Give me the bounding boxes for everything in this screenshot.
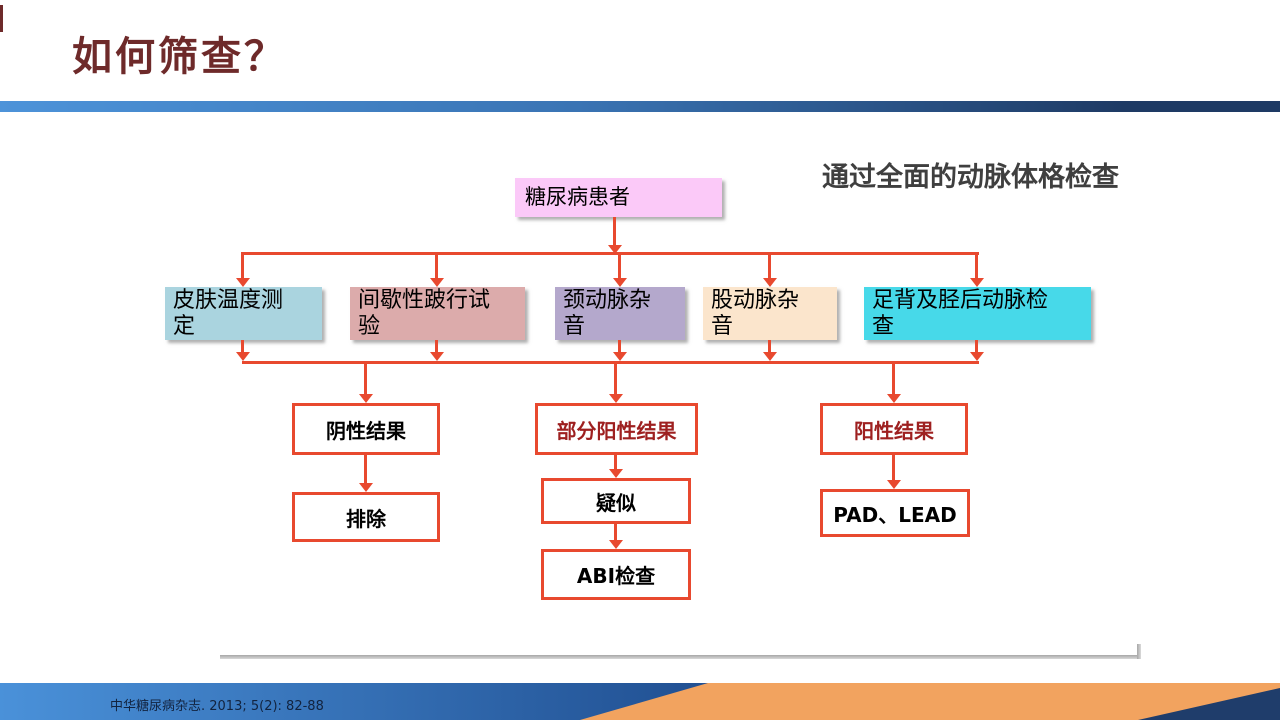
node-diabetes-patient: 糖尿病患者 <box>515 178 722 217</box>
connector-drop-5 <box>975 252 978 278</box>
arrow-down-icon <box>236 352 250 361</box>
node-skin-temperature: 皮肤温度测 定 <box>165 287 322 340</box>
node-abi-test: ABI检查 <box>541 549 691 600</box>
arrow-down-icon <box>763 352 777 361</box>
footer-orange-wedge <box>580 683 1280 720</box>
arrow-down-icon <box>359 483 373 492</box>
arrow-down-icon <box>970 278 984 287</box>
arrow-down-icon <box>609 394 623 403</box>
arrow-down-icon <box>608 245 622 254</box>
connector-drop-4 <box>768 255 771 278</box>
node-exclude: 排除 <box>292 492 440 542</box>
arrow-down-icon <box>609 469 623 478</box>
connector-fall-2 <box>435 340 438 352</box>
node-negative-result: 阴性结果 <box>292 403 440 455</box>
node-positive-result: 阳性结果 <box>820 403 968 455</box>
footer-band: 中华糖尿病杂志. 2013; 5(2): 82-88 <box>0 683 1280 720</box>
node-pad-lead: PAD、LEAD <box>820 489 970 537</box>
slide-title: 如何筛查？ <box>72 33 287 80</box>
connector-to-pad <box>892 455 895 480</box>
connector-root-down <box>613 217 616 246</box>
caption-text: 通过全面的动脉体格检查 <box>822 162 1119 193</box>
connector-to-exclude <box>364 455 367 483</box>
node-suspected: 疑似 <box>541 478 691 524</box>
node-femoral-bruit: 股动脉杂 音 <box>703 287 837 340</box>
connector-fall-3 <box>618 340 621 352</box>
arrow-down-icon <box>609 540 623 549</box>
arrow-down-icon <box>970 352 984 361</box>
title-accent-bar <box>0 5 3 32</box>
connector-fall-1 <box>241 340 244 352</box>
connector-to-abi <box>614 524 617 540</box>
header-divider-bar <box>0 101 1280 112</box>
node-partial-positive-result: 部分阳性结果 <box>535 403 698 455</box>
connector-drop-1 <box>241 252 244 278</box>
node-dorsalis-pedis-exam: 足背及胫后动脉检 查 <box>864 287 1091 340</box>
connector-to-negative <box>364 364 367 394</box>
arrow-down-icon <box>236 278 250 287</box>
placeholder-ledge-line <box>220 655 1141 659</box>
connector-to-suspected <box>614 455 617 469</box>
arrow-down-icon <box>613 278 627 287</box>
arrow-down-icon <box>887 480 901 489</box>
connector-drop-2 <box>435 255 438 278</box>
arrow-down-icon <box>430 278 444 287</box>
arrow-down-icon <box>613 352 627 361</box>
connector-bottom-rail <box>242 361 979 364</box>
connector-top-rail <box>242 252 979 255</box>
connector-to-positive <box>892 364 895 394</box>
arrow-down-icon <box>763 278 777 287</box>
node-carotid-bruit: 颈动脉杂 音 <box>555 287 685 340</box>
connector-drop-3 <box>618 255 621 278</box>
connector-fall-5 <box>975 340 978 352</box>
arrow-down-icon <box>887 394 901 403</box>
citation-text: 中华糖尿病杂志. 2013; 5(2): 82-88 <box>110 699 324 714</box>
connector-fall-4 <box>768 340 771 352</box>
arrow-down-icon <box>430 352 444 361</box>
arrow-down-icon <box>359 394 373 403</box>
connector-to-partial <box>614 364 617 394</box>
placeholder-ledge-corner <box>1137 644 1141 659</box>
node-intermittent-claudication-test: 间歇性跛行试 验 <box>350 287 525 340</box>
